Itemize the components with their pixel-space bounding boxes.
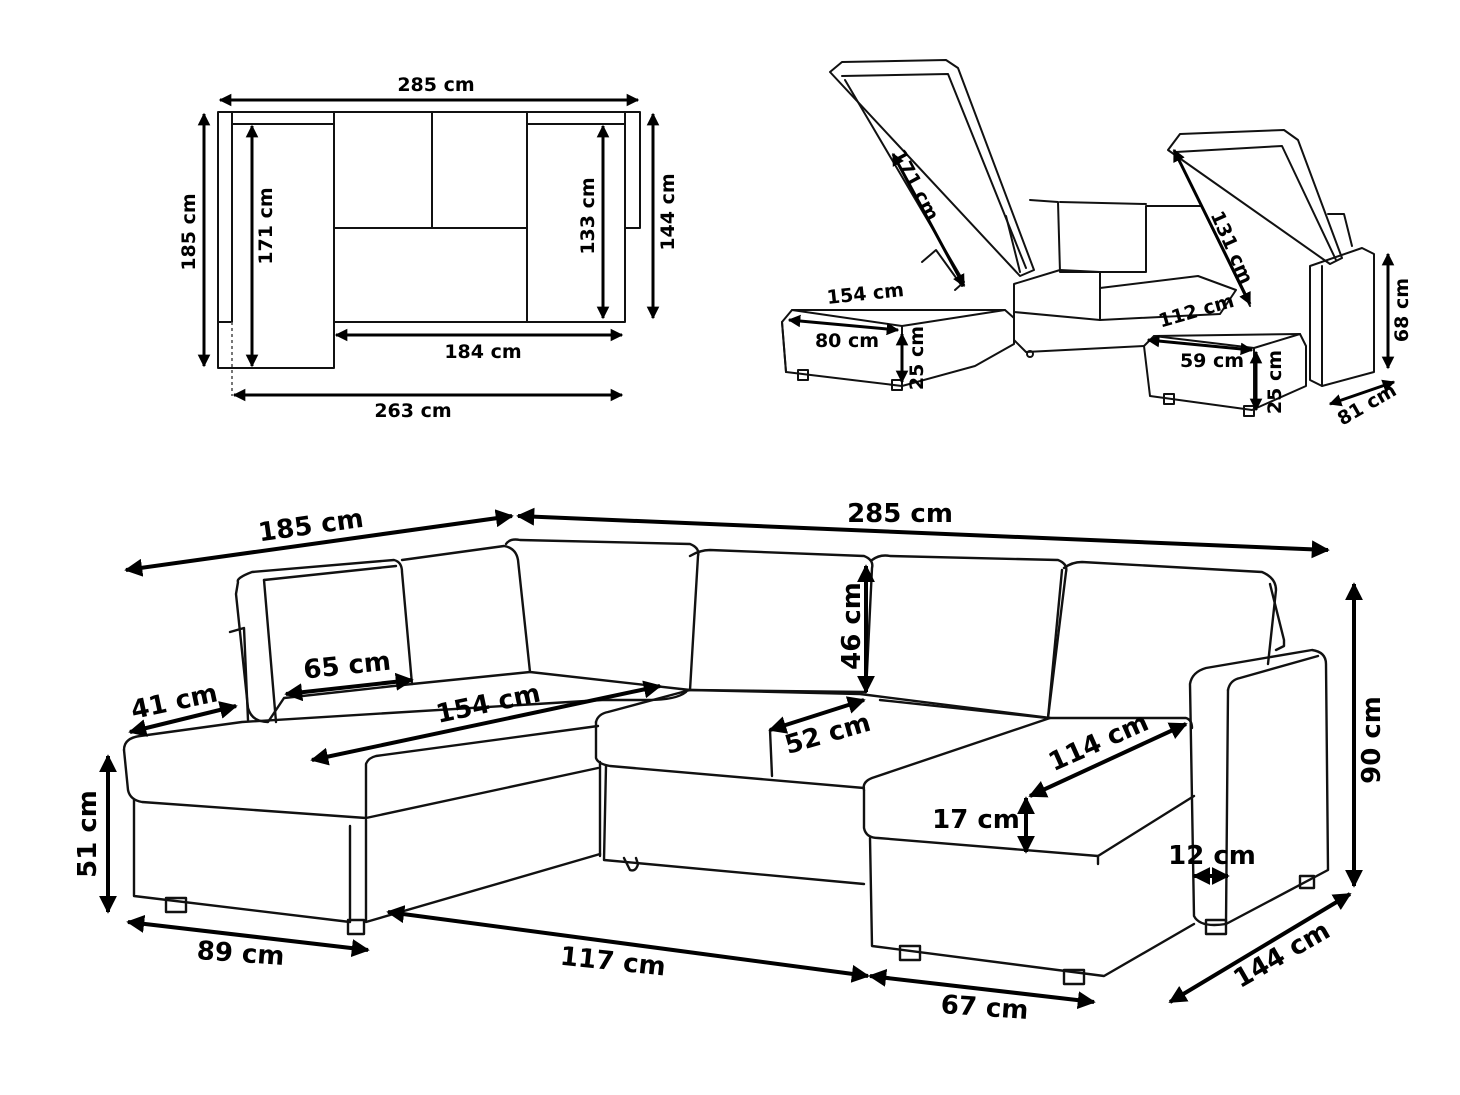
- sofa-outline: [122, 538, 1330, 986]
- seat-height-label: 51 cm: [73, 790, 103, 878]
- plan-outline: [217, 111, 641, 396]
- total-height-label: 90 cm: [1357, 696, 1387, 784]
- storage-length-right-label: 112 cm: [1156, 290, 1236, 332]
- storage-view: 171 cm 154 cm 80 cm 25 cm 131 cm 112 cm …: [781, 59, 1413, 430]
- seat-depth-label: 52 cm: [781, 708, 874, 761]
- cushion-width-label: 65 cm: [302, 647, 392, 686]
- side-depth-label: 81 cm: [1334, 379, 1401, 430]
- plan-dimension-arrows: [197, 93, 660, 402]
- back-thickness-label: 41 cm: [128, 678, 220, 726]
- cushion-thickness-label: 17 cm: [932, 805, 1020, 835]
- storage-lid-right-label: 131 cm: [1206, 208, 1258, 288]
- perspective-view: 185 cm 285 cm 46 cm 90 cm 65 cm 41 cm 15…: [73, 499, 1387, 1026]
- main-left-depth-label: 185 cm: [256, 504, 365, 548]
- plan-total-inner-label: 263 cm: [374, 400, 451, 422]
- armrest-width-label: 12 cm: [1168, 841, 1256, 871]
- storage-width-left-label: 80 cm: [815, 330, 879, 352]
- ottoman-width-label: 67 cm: [940, 990, 1030, 1026]
- plan-right-depth-label: 144 cm: [657, 173, 679, 250]
- plan-width-label: 285 cm: [397, 74, 474, 96]
- plan-left-depth-label: 185 cm: [178, 193, 200, 270]
- storage-depth-right-label: 25 cm: [1264, 350, 1286, 414]
- storage-dimension-arrows: [787, 148, 1396, 412]
- storage-depth-left-label: 25 cm: [906, 326, 928, 390]
- plan-right-inner-label: 133 cm: [577, 177, 599, 254]
- storage-length-left-label: 154 cm: [826, 279, 905, 309]
- plan-chaise-inner-label: 171 cm: [255, 187, 277, 264]
- backrest-height-label: 46 cm: [837, 582, 867, 670]
- main-width-label: 285 cm: [847, 499, 953, 529]
- chaise-width-label: 89 cm: [196, 936, 286, 972]
- storage-width-right-label: 59 cm: [1180, 350, 1244, 372]
- perspective-dimension-arrows: [99, 507, 1363, 1010]
- plan-view: 285 cm 185 cm 171 cm 133 cm 144 cm 184 c…: [178, 74, 679, 422]
- plan-seat-width-label: 184 cm: [444, 341, 521, 363]
- side-height-label: 68 cm: [1391, 278, 1413, 342]
